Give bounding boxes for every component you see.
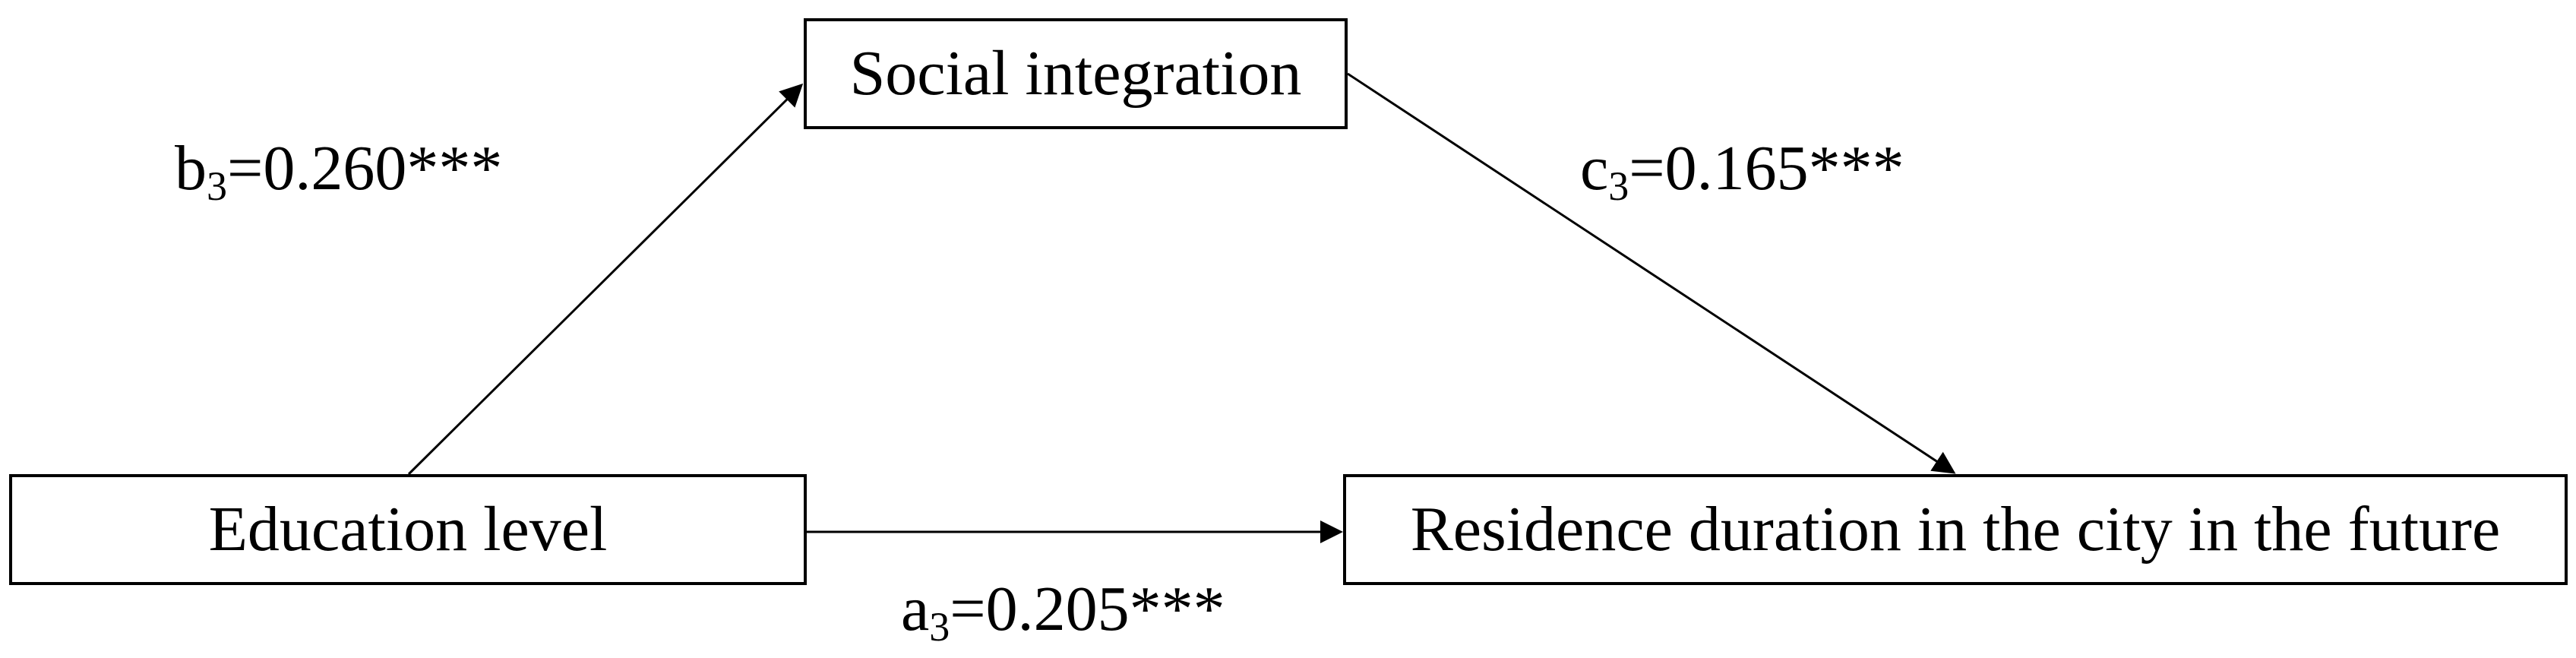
node-residence-duration-label: Residence duration in the city in the fu… — [1410, 494, 2501, 565]
coefficient-c-symbol: c — [1580, 133, 1609, 204]
coefficient-b: b3=0.260*** — [175, 137, 502, 207]
node-social-integration-label: Social integration — [849, 38, 1302, 109]
coefficient-a-value: =0.205*** — [950, 574, 1225, 644]
node-social-integration: Social integration — [804, 18, 1348, 129]
coefficient-c: c3=0.165*** — [1580, 137, 1904, 207]
node-residence-duration: Residence duration in the city in the fu… — [1343, 474, 2568, 585]
coefficient-a: a3=0.205*** — [901, 574, 1225, 648]
coefficient-c-value: =0.165*** — [1629, 133, 1904, 204]
coefficient-a-symbol: a — [901, 574, 930, 644]
coefficient-b-symbol: b — [175, 133, 207, 204]
node-education-level-label: Education level — [208, 494, 608, 565]
coefficient-b-value: =0.260*** — [227, 133, 503, 204]
coefficient-c-subscript: 3 — [1608, 163, 1629, 209]
coefficient-a-subscript: 3 — [929, 604, 950, 650]
coefficient-b-subscript: 3 — [207, 163, 227, 209]
node-education-level: Education level — [9, 474, 807, 585]
